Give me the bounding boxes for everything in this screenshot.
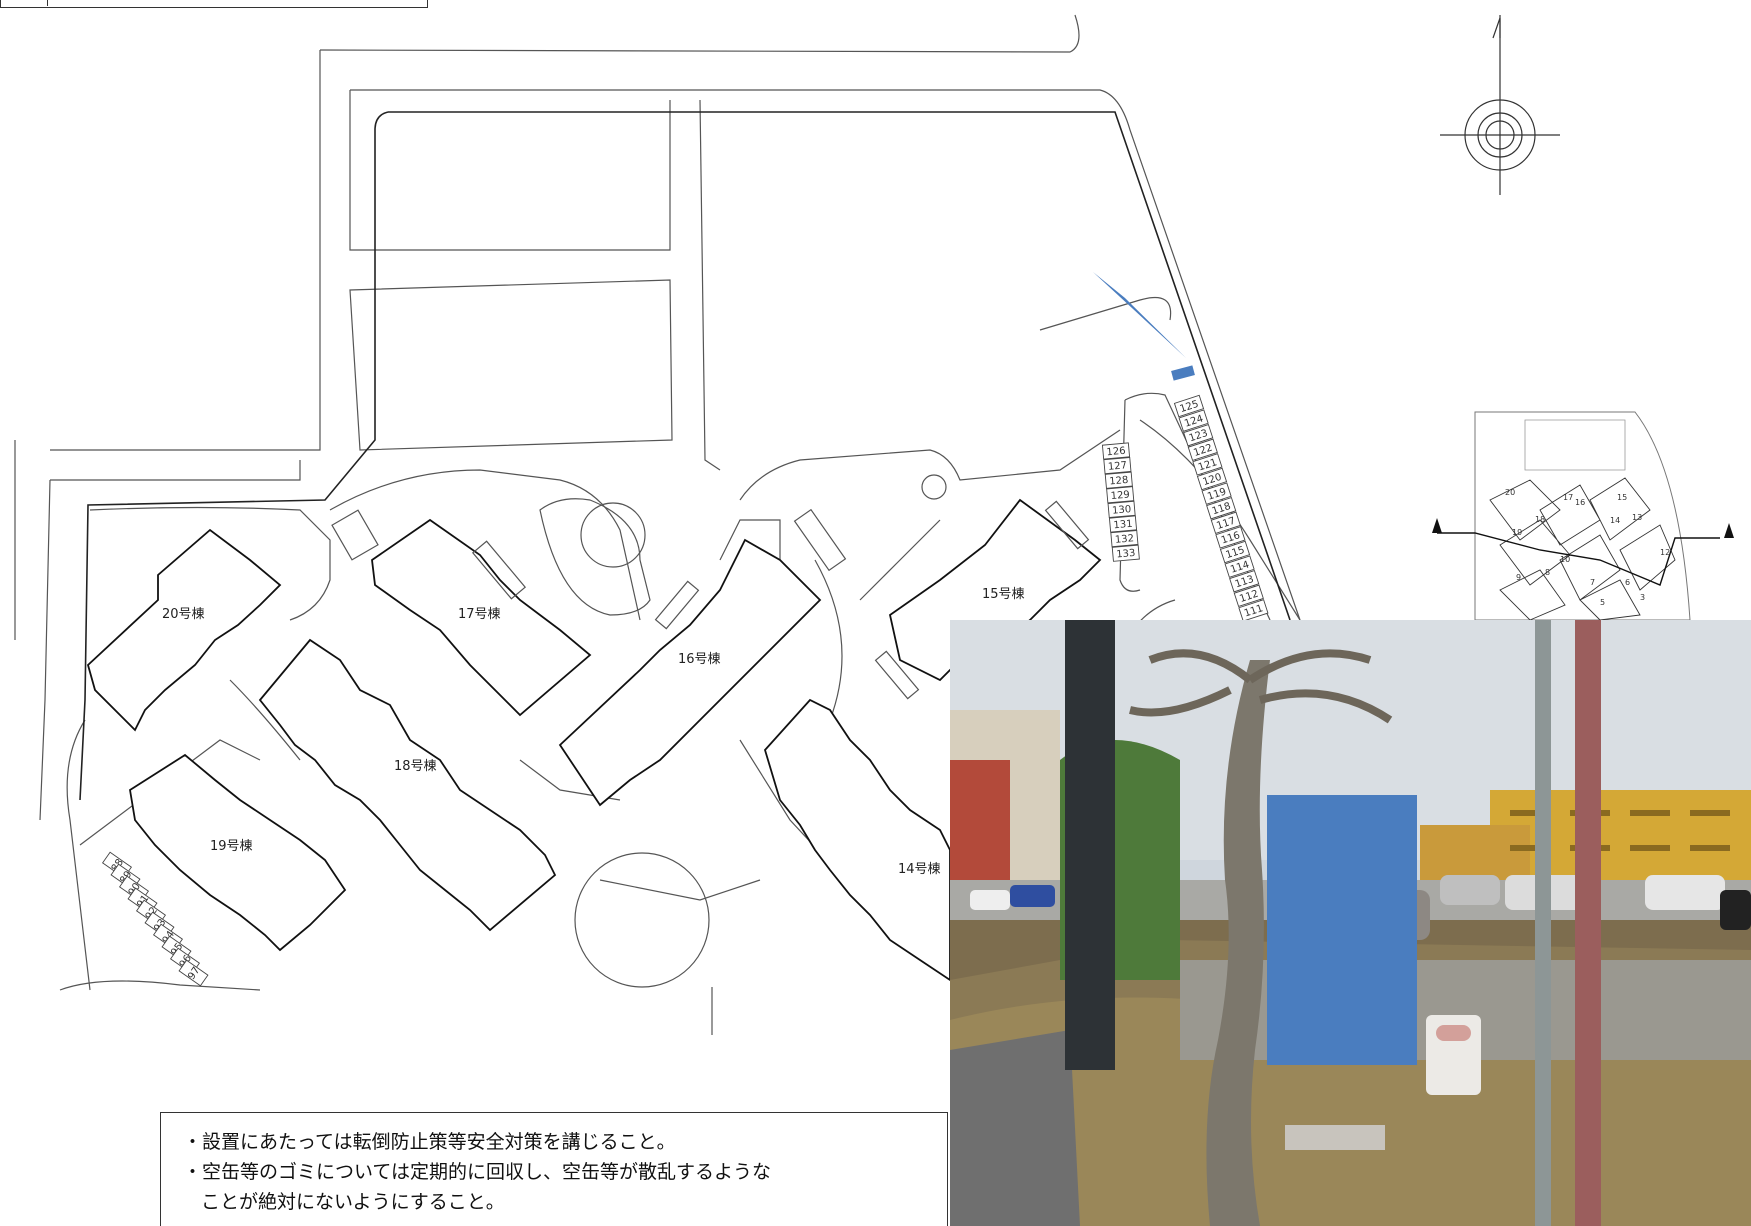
svg-text:130: 130	[1112, 504, 1132, 517]
svg-text:126: 126	[1106, 446, 1126, 459]
parking-slot-116: 116	[1215, 526, 1246, 549]
inset-label-5: 5	[1600, 598, 1605, 607]
inset-label-8: 8	[1545, 568, 1550, 577]
inset-label-9: 9	[1516, 573, 1521, 582]
north-arrow-icon	[1440, 15, 1560, 195]
site-photo	[950, 620, 1751, 1226]
parking-slot-114: 114	[1224, 555, 1255, 578]
note-2: ・空缶等のゴミについては定期的に回収し、空缶等が散乱するような	[183, 1161, 772, 1183]
parking-slot-118: 118	[1206, 496, 1237, 520]
building-19	[129, 753, 347, 952]
building-16	[558, 538, 822, 807]
circular-plaza	[574, 852, 710, 988]
parking-slot-111: 111	[1238, 599, 1269, 622]
building-label-15: 15号棟	[982, 587, 1025, 602]
vending-machine-placement-marker	[1267, 795, 1417, 1065]
parking-slot-132: 132	[1110, 530, 1139, 548]
site-boundary	[79, 111, 1291, 801]
red-pole	[1575, 620, 1601, 1226]
building-label-19: 19号棟	[210, 839, 253, 854]
inset-label-10: 10	[1560, 555, 1570, 564]
building-label-17: 17号棟	[458, 607, 501, 622]
building-14	[763, 698, 951, 982]
building-20	[86, 528, 282, 732]
building-outlines	[86, 498, 1102, 982]
svg-text:127: 127	[1107, 460, 1127, 473]
parking-right-column: 1251241231221211201191181171161151141131…	[1173, 394, 1269, 622]
parking-slot-97: 97	[178, 959, 209, 987]
inset-label-20: 20	[1505, 488, 1515, 497]
building-labels: 20号棟 17号棟 16号棟 15号棟 18号棟 19号棟 14号棟	[162, 587, 1025, 877]
notes-box: ・設置にあたっては転倒防止策等安全対策を講じること。 ・空缶等のゴミについては定…	[160, 1112, 948, 1226]
inset-label-12: 12	[1660, 548, 1670, 557]
svg-text:129: 129	[1110, 489, 1130, 502]
parking-slot-126: 126	[1101, 442, 1131, 460]
parking-slot-128: 128	[1104, 471, 1133, 489]
building-label-16: 16号棟	[678, 652, 721, 667]
inset-label-7: 7	[1590, 578, 1595, 587]
parking-slot-113: 113	[1229, 569, 1260, 593]
svg-text:133: 133	[1116, 548, 1136, 561]
building-label-14: 14号棟	[898, 862, 941, 877]
site-features	[331, 392, 1271, 1035]
parking-slot-120: 120	[1196, 467, 1228, 491]
svg-text:128: 128	[1109, 475, 1129, 488]
utility-pole	[1065, 620, 1115, 1070]
parking-slot-127: 127	[1103, 457, 1132, 475]
parking-slot-130: 130	[1107, 500, 1136, 518]
parking-slot-122: 122	[1187, 438, 1218, 462]
note-2-continued: ことが絶対にないようにすること。	[201, 1191, 505, 1213]
building-15	[888, 498, 1102, 682]
building-label-18: 18号棟	[394, 759, 437, 774]
parking-lower-left: 88899091929394959697	[101, 851, 209, 987]
parking-slot-112: 112	[1233, 584, 1264, 608]
inset-label-19: 19	[1512, 528, 1522, 537]
inset-label-6: 6	[1625, 578, 1630, 587]
svg-text:132: 132	[1114, 533, 1134, 546]
inset-label-18: 18	[1535, 515, 1545, 524]
small-roundabout	[921, 474, 947, 500]
inset-label-13: 13	[1632, 513, 1642, 522]
parking-slot-117: 117	[1210, 511, 1241, 535]
placement-marker	[1093, 272, 1195, 381]
svg-text:131: 131	[1113, 519, 1133, 532]
round-planter	[580, 502, 646, 568]
inset-label-16: 16	[1575, 498, 1585, 507]
inset-label-14: 14	[1610, 516, 1620, 525]
building-17	[371, 518, 592, 717]
parking-slot-133: 133	[1111, 544, 1140, 562]
parking-slot-125: 125	[1173, 394, 1205, 418]
parking-slot-121: 121	[1192, 453, 1223, 476]
building-18	[258, 638, 557, 932]
inset-label-17: 17	[1563, 493, 1573, 502]
installation-spot-marker	[1171, 365, 1195, 381]
view-direction-arrow	[1093, 272, 1186, 358]
parking-slot-124: 124	[1178, 409, 1209, 432]
tree-trunk	[1206, 660, 1270, 1226]
building-label-20: 20号棟	[162, 607, 205, 622]
inset-label-3: 3	[1640, 593, 1645, 602]
note-1: ・設置にあたっては転倒防止策等安全対策を講じること。	[183, 1131, 676, 1153]
parking-slot-131: 131	[1108, 515, 1138, 533]
parking-slot-119: 119	[1201, 482, 1232, 505]
inset-label-15: 15	[1617, 493, 1627, 502]
title-frame	[0, 0, 428, 8]
parking-slot-129: 129	[1106, 486, 1135, 504]
parking-slot-123: 123	[1183, 423, 1214, 447]
parking-slot-115: 115	[1219, 540, 1251, 564]
